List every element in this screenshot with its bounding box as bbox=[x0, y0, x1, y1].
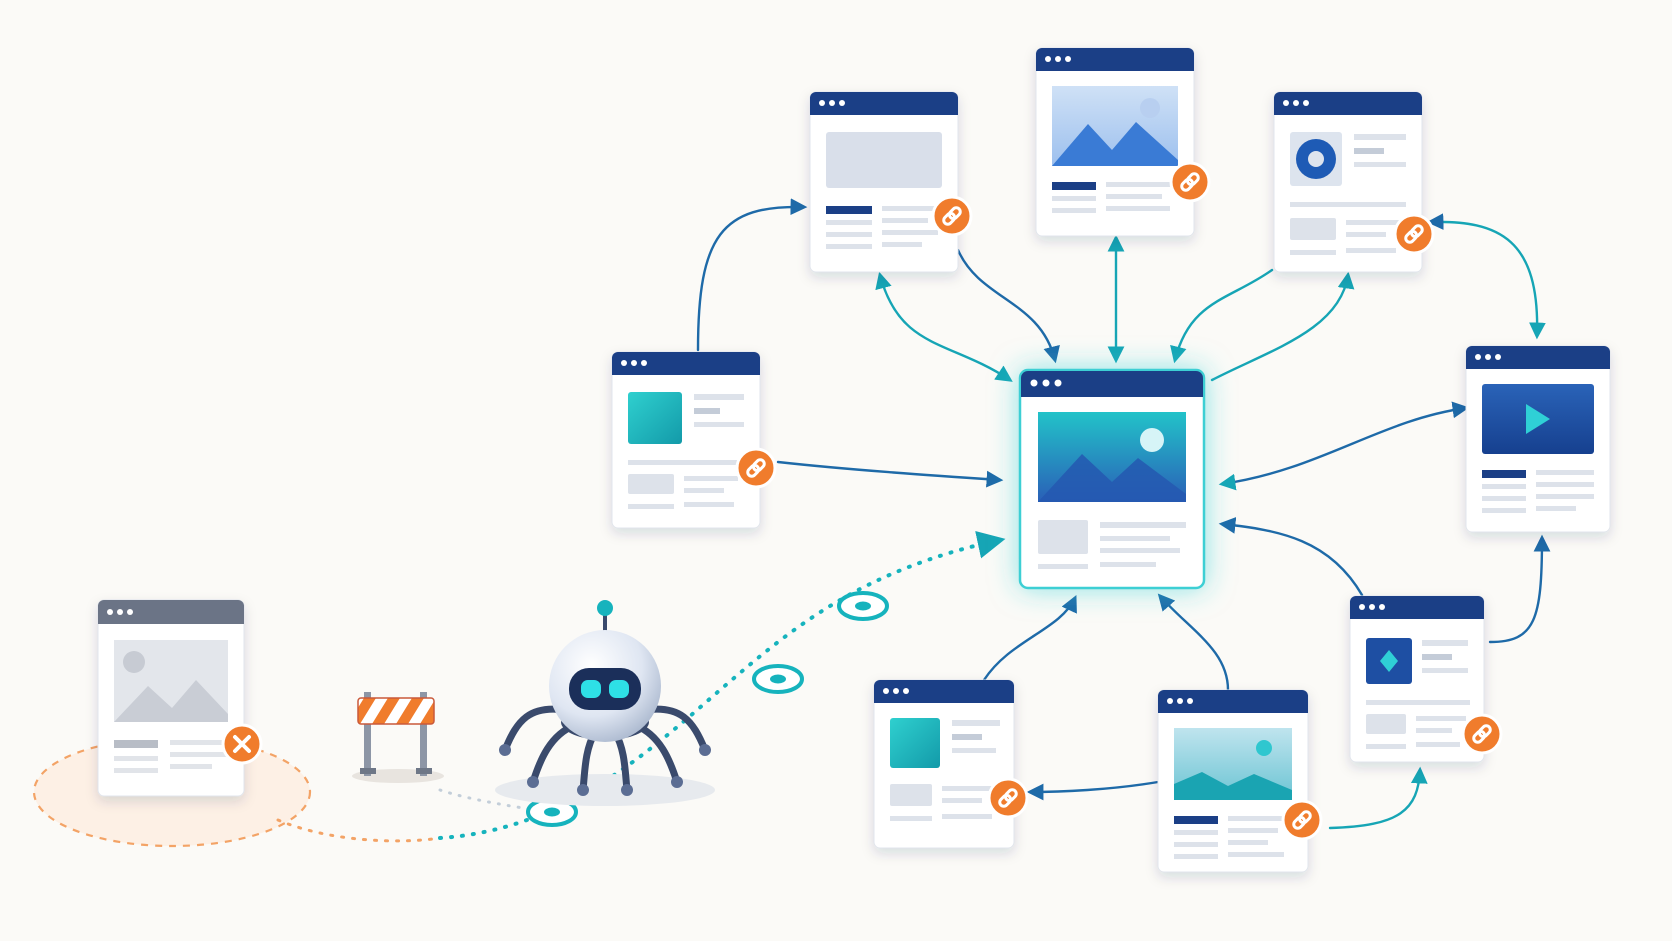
x-mark-icon bbox=[221, 723, 263, 765]
teal-thumbnail bbox=[890, 718, 940, 768]
window-dots-icon bbox=[1030, 379, 1062, 387]
window-dots-icon bbox=[819, 100, 845, 106]
path-orange-segment bbox=[276, 818, 442, 843]
landscape-image-icon bbox=[1052, 86, 1178, 166]
page-top-left[interactable] bbox=[809, 91, 973, 273]
spider-robot-icon[interactable] bbox=[495, 600, 715, 806]
chain-link-icon bbox=[1169, 161, 1211, 203]
arrow-left-to-hub bbox=[776, 460, 1004, 488]
arrow-top-right-to-hub bbox=[1170, 268, 1274, 364]
arrow-hub-to-top-right bbox=[1210, 271, 1355, 382]
window-dots-icon bbox=[621, 360, 647, 366]
page-bottom-left[interactable] bbox=[873, 679, 1029, 849]
page-right[interactable] bbox=[1465, 345, 1611, 533]
landscape-image-icon bbox=[1174, 728, 1292, 800]
arrow-left-to-top-left bbox=[696, 198, 808, 352]
arrow-bottom-center-to-hub bbox=[1157, 593, 1230, 692]
chain-link-icon bbox=[1393, 213, 1435, 255]
road-barrier-icon bbox=[352, 692, 444, 783]
play-icon bbox=[1482, 384, 1594, 454]
arrow-hub-to-right bbox=[1218, 401, 1470, 491]
page-left[interactable] bbox=[611, 351, 777, 529]
arrow-hub-top-left-twoway bbox=[875, 271, 1013, 382]
landscape-image-icon bbox=[1038, 412, 1186, 502]
image-placeholder bbox=[826, 132, 942, 188]
grey-image-placeholder bbox=[114, 640, 228, 722]
arrow-bottom-left-to-hub bbox=[982, 594, 1077, 682]
arrow-bottom-center-to-bottom-left bbox=[1026, 780, 1160, 801]
arrow-top-left-to-hub bbox=[956, 248, 1060, 364]
window-dots-icon bbox=[1475, 354, 1501, 360]
page-hub[interactable] bbox=[1018, 368, 1206, 590]
chain-link-icon bbox=[931, 195, 973, 237]
path-waypoint bbox=[837, 591, 889, 621]
window-dots-icon bbox=[1359, 604, 1385, 610]
teal-thumbnail bbox=[628, 392, 682, 444]
page-bottom-center[interactable] bbox=[1157, 689, 1323, 873]
page-top-center[interactable] bbox=[1035, 47, 1211, 237]
chain-link-icon bbox=[1461, 713, 1503, 755]
window-dots-icon bbox=[1045, 56, 1071, 62]
window-dots-icon bbox=[883, 688, 909, 694]
window-dots-icon bbox=[107, 609, 133, 615]
chain-link-icon bbox=[1281, 799, 1323, 841]
path-faint-trail bbox=[438, 788, 554, 814]
arrow-bottom-center-to-bottom-right bbox=[1328, 766, 1428, 830]
page-bottom-right[interactable] bbox=[1349, 595, 1503, 763]
circle-avatar-icon bbox=[1290, 132, 1342, 186]
arrow-bottom-right-to-right bbox=[1488, 534, 1551, 644]
arrow-bottom-right-to-hub bbox=[1218, 517, 1364, 597]
window-dots-icon bbox=[1283, 100, 1309, 106]
window-dots-icon bbox=[1167, 698, 1193, 704]
arrow-top-right-right-twoway bbox=[1426, 213, 1546, 340]
path-waypoint bbox=[752, 664, 804, 694]
chain-link-icon bbox=[987, 777, 1029, 819]
page-top-right[interactable] bbox=[1273, 91, 1435, 273]
page-broken[interactable] bbox=[97, 599, 263, 797]
diamond-thumbnail bbox=[1366, 638, 1412, 684]
chain-link-icon bbox=[735, 447, 777, 489]
link-arrows bbox=[696, 198, 1551, 830]
